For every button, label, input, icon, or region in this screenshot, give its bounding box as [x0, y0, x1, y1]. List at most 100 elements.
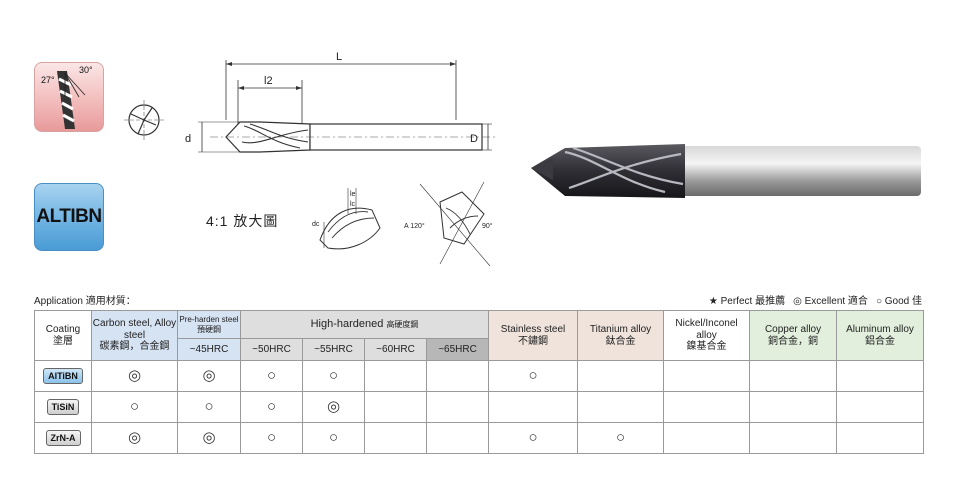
legend: ★ Perfect 最推薦 ◎ Excellent 適合 ○ Good 佳 — [709, 292, 922, 307]
rating-cell: ○ — [91, 391, 178, 423]
rating-cell — [364, 360, 427, 392]
angle-b: 90° — [482, 222, 493, 230]
rating-cell — [836, 422, 925, 454]
header-stain-en: Stainless steel — [500, 324, 566, 335]
header-nickel: Nickel/Inconel alloy 鎳基合金 — [663, 310, 751, 361]
header-stain-zh: 不鏽鋼 — [518, 335, 549, 347]
header-carbon-steel: Carbon steel, Alloy steel 碳素鋼，合金鋼 — [91, 310, 178, 361]
legend-good: ○ Good 佳 — [875, 296, 922, 307]
header-coating: Coating 塗層 — [34, 310, 92, 361]
rating-cell — [425, 391, 490, 423]
rating-cell: ○ — [577, 422, 665, 454]
end-view-drawing — [122, 98, 166, 147]
rating-cell — [663, 422, 751, 454]
coating-badge: ZrN-A — [45, 429, 81, 447]
application-table: Coating 塗層 Carbon steel, Alloy steel 碳素鋼… — [34, 310, 925, 454]
header-hrc-55: ~55HRC — [302, 338, 365, 361]
dimension-drawing: L l2 d D — [180, 50, 500, 175]
legend-perfect: ★ Perfect 最推薦 — [708, 296, 786, 307]
table-row: ZrN-A ◎ ◎ ○ ○ ○ ○ — [34, 422, 925, 454]
rating-cell — [364, 391, 427, 423]
product-photo — [525, 128, 925, 219]
rating-cell — [663, 360, 751, 392]
dim-D: D — [470, 133, 478, 145]
rating-cell: ○ — [240, 422, 303, 454]
header-stainless: Stainless steel 不鏽鋼 — [488, 310, 579, 361]
zoom-detail-drawing: le lc dc — [310, 182, 390, 269]
rating-cell: ○ — [240, 391, 303, 423]
legend-excellent: ◎ Excellent 適合 — [793, 296, 868, 307]
header-nick-zh: 鎳基合金 — [686, 341, 727, 353]
rating-cell: ○ — [177, 391, 241, 423]
header-carbon-en: Carbon steel, Alloy steel — [92, 318, 177, 341]
coating-cell: AlTiBN — [34, 360, 92, 392]
zoom-lc: lc — [350, 201, 356, 208]
rating-cell — [749, 391, 838, 423]
rating-cell — [663, 391, 751, 423]
rating-cell: ○ — [302, 360, 365, 392]
rating-cell: ○ — [488, 422, 579, 454]
rating-cell — [425, 360, 490, 392]
header-copper: Copper alloy 銅合金，銅 — [749, 310, 838, 361]
table-row: TiSiN ○ ○ ○ ◎ — [34, 391, 925, 423]
header-pre-zh: 預硬鋼 — [197, 324, 221, 334]
rating-cell: ◎ — [91, 360, 178, 392]
header-copper-zh: 銅合金，銅 — [768, 335, 819, 347]
rating-cell — [488, 391, 579, 423]
rating-cell — [836, 391, 925, 423]
header-high-hardened: High-hardened 高硬度鋼 — [239, 310, 490, 339]
header-hrc-50: ~50HRC — [240, 338, 303, 361]
table-row: AlTiBN ◎ ◎ ○ ○ ○ — [34, 360, 925, 392]
dim-d: d — [185, 133, 191, 145]
dim-L: L — [336, 51, 342, 63]
rating-cell — [577, 391, 665, 423]
coating-cell: TiSiN — [34, 391, 92, 423]
rating-cell — [364, 422, 427, 454]
rating-cell — [749, 422, 838, 454]
helix-angle-right: 30° — [79, 65, 93, 75]
rating-cell: ◎ — [177, 422, 241, 454]
header-coating-zh: 塗層 — [53, 335, 73, 347]
dim-l2: l2 — [264, 75, 273, 87]
header-coating-en: Coating — [45, 324, 81, 335]
zoom-label: 4:1 放大圖 — [206, 213, 279, 229]
zoom-le: le — [350, 191, 356, 198]
coating-logo-text: ALTIBN — [36, 206, 102, 227]
header-nick-en: Nickel/Inconel alloy — [675, 318, 738, 341]
rating-cell: ◎ — [177, 360, 241, 392]
header-alum-en: Aluminum alloy — [846, 324, 914, 335]
header-tita-en: Titanium alloy — [589, 324, 652, 335]
rating-cell — [836, 360, 925, 392]
coating-logo: ALTIBN — [34, 183, 104, 251]
header-high-zh: 高硬度鋼 — [386, 320, 419, 330]
rating-cell — [749, 360, 838, 392]
rating-cell: ○ — [488, 360, 579, 392]
header-carbon-zh: 碳素鋼，合金鋼 — [99, 341, 170, 353]
header-pre-en: Pre-harden steel — [179, 315, 239, 325]
header-aluminum: Aluminum alloy 鋁合金 — [836, 310, 925, 361]
rating-cell: ◎ — [302, 391, 365, 423]
rating-cell: ○ — [240, 360, 303, 392]
header-pre-harden: Pre-harden steel 預硬鋼 — [177, 310, 241, 339]
application-title: Application 適用材質： — [34, 296, 136, 307]
header-titanium: Titanium alloy 鈦合金 — [577, 310, 665, 361]
rating-cell — [577, 360, 665, 392]
coating-cell: ZrN-A — [34, 422, 92, 454]
header-copper-en: Copper alloy — [764, 324, 822, 335]
point-angle-drawing: A 120° 90° — [400, 178, 500, 275]
helix-angle-left: 27° — [41, 75, 55, 85]
header-alum-zh: 鋁合金 — [865, 335, 896, 347]
helix-angle-icon: 27° 30° — [34, 62, 104, 132]
header-tita-zh: 鈦合金 — [605, 335, 636, 347]
header-hrc-45: ~45HRC — [177, 338, 241, 361]
coating-badge: AlTiBN — [43, 367, 83, 385]
header-hrc-60: ~60HRC — [364, 338, 427, 361]
rating-cell: ○ — [302, 422, 365, 454]
angle-a: A 120° — [404, 222, 425, 230]
header-hrc-65: ~65HRC — [425, 338, 490, 361]
header-high-en: High-hardened — [310, 318, 384, 331]
coating-badge: TiSiN — [46, 398, 80, 416]
zoom-dc: dc — [312, 221, 320, 228]
rating-cell: ◎ — [91, 422, 178, 454]
rating-cell — [425, 422, 490, 454]
